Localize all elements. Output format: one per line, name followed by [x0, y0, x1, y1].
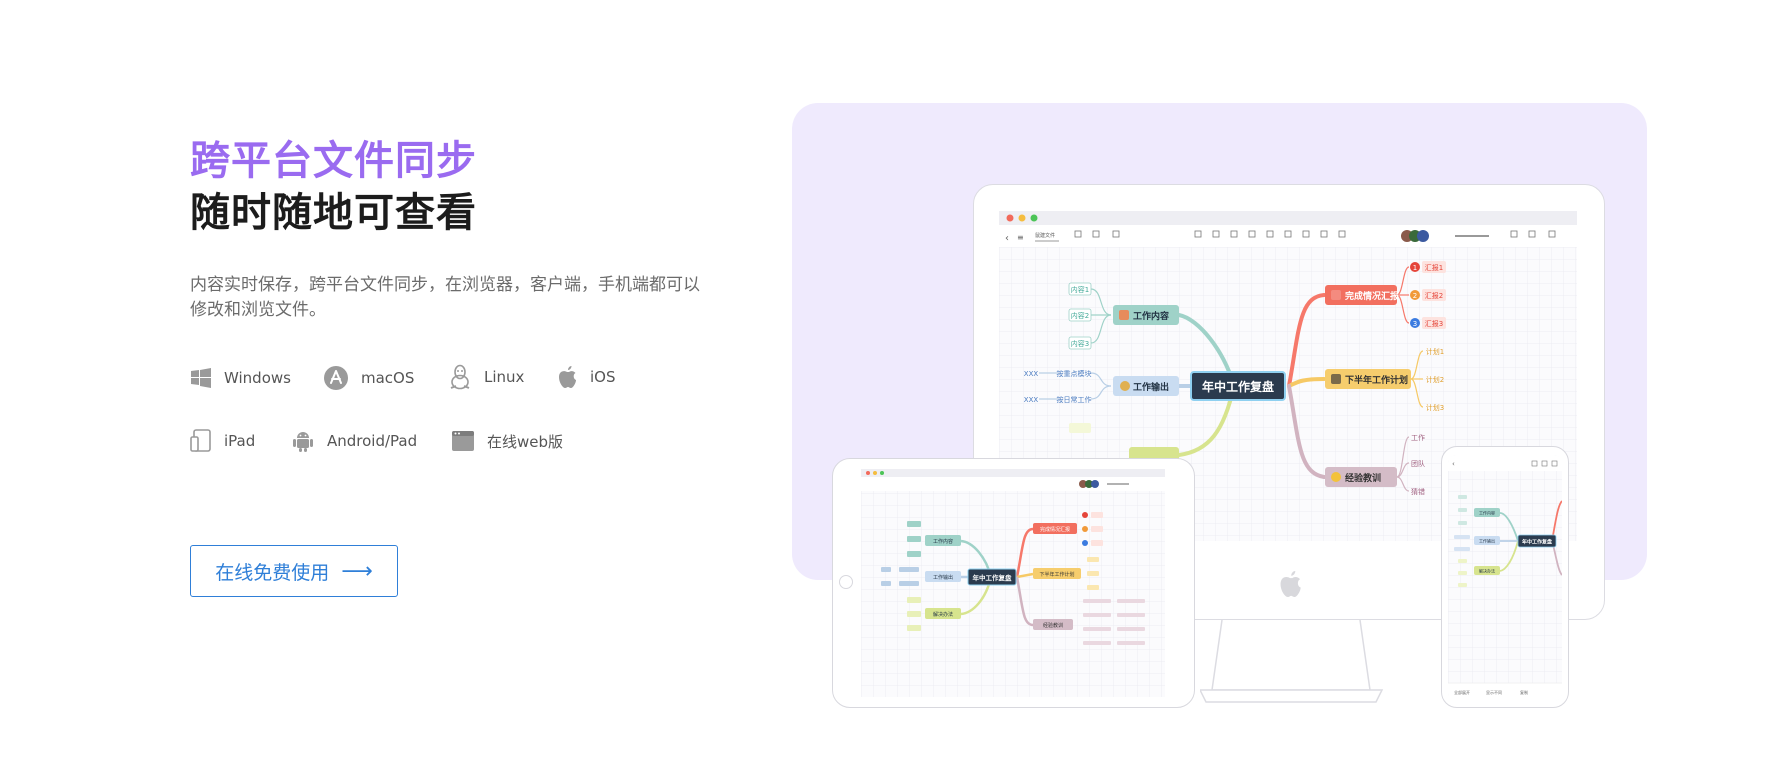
plan-item: 计划2 [1426, 375, 1444, 384]
report-item: 汇报1 [1425, 263, 1443, 272]
phone-device: ‹ 年中工作复盘 工作内容 工作输出 解决办法 全部展开 显示不同 [1441, 446, 1569, 708]
tablet-home-button [839, 575, 853, 589]
output-xxx: XXX [1024, 370, 1039, 378]
platform-label: Linux [484, 368, 525, 386]
phone-footer-item[interactable]: 显示不同 [1486, 690, 1502, 695]
phone-branch: 工作输出 [1479, 538, 1495, 544]
hero-title-line1: 跨平台文件同步 [190, 138, 477, 184]
platform-label: 在线web版 [487, 432, 564, 451]
tablet-branch: 完成情况汇报 [1040, 526, 1070, 533]
output-xxx: XXX [1024, 396, 1039, 404]
plan-item: 计划3 [1426, 403, 1444, 412]
tablet-branch: 下半年工作计划 [1039, 571, 1074, 578]
center-node-label: 年中工作复盘 [1202, 379, 1274, 394]
tablet-center-label: 年中工作复盘 [973, 573, 1013, 582]
platform-macos: macOS [323, 365, 414, 391]
svg-text:‹: ‹ [1005, 233, 1009, 244]
tablet-branch: 工作内容 [933, 538, 953, 545]
phone-branch: 工作内容 [1479, 510, 1495, 516]
branch-work-output: 工作输出 [1133, 381, 1169, 393]
tablet-branch: 经验教训 [1043, 622, 1063, 629]
platform-ipad: iPad [190, 429, 255, 453]
lessons-item: 工作 [1411, 433, 1425, 442]
platform-label: Windows [224, 369, 291, 387]
lessons-item: 猜错 [1411, 487, 1425, 496]
cta-label: 在线免费使用 [215, 561, 330, 584]
phone-branch: 解决办法 [1479, 568, 1495, 574]
plan-item: 计划1 [1426, 347, 1444, 356]
lessons-item: 团队 [1411, 459, 1425, 468]
center-node[interactable] [1190, 371, 1286, 401]
platform-android: Android/Pad [291, 429, 417, 453]
platform-label: Android/Pad [327, 432, 418, 450]
tablet-branch: 工作输出 [933, 574, 953, 581]
svg-text:≡: ≡ [1017, 233, 1024, 242]
phone-center-label: 年中工作复盘 [1522, 539, 1552, 546]
phone-footer-item[interactable]: 全部展开 [1454, 689, 1470, 695]
svg-text:‹: ‹ [1452, 460, 1455, 468]
hero-title-line2: 随时随地可查看 [190, 190, 477, 236]
branch-lessons: 经验教训 [1345, 472, 1381, 484]
hero-description: 内容实时保存，跨平台文件同步，在浏览器，客户端，手机端都可以修改和浏览文件。 [190, 275, 700, 320]
platform-label: iOS [590, 368, 616, 386]
branch-report: 完成情况汇报 [1345, 290, 1399, 302]
content-item: 内容1 [1071, 285, 1089, 294]
tablet-branch: 解决办法 [933, 611, 953, 618]
phone-screen: ‹ 年中工作复盘 工作内容 工作输出 解决办法 全部展开 显示不同 [1448, 455, 1562, 701]
apple-icon [559, 366, 576, 388]
app-title: 鼠建文件 [1035, 232, 1055, 239]
appstore-icon [324, 366, 348, 390]
tablet-screen: 年中工作复盘 工作内容 工作输出 解决办法 完成情况汇报 下半年工作计划 经验教… [861, 469, 1165, 697]
svg-text:1: 1 [1413, 264, 1417, 272]
report-item: 汇报2 [1425, 291, 1443, 300]
platform-linux: Linux [448, 364, 524, 390]
platform-web: 在线web版 [451, 429, 563, 453]
tablet-device: 年中工作复盘 工作内容 工作输出 解决办法 完成情况汇报 下半年工作计划 经验教… [832, 458, 1195, 708]
try-free-button[interactable]: 在线免费使用 ⟶ [190, 545, 398, 597]
content-item: 内容3 [1071, 339, 1089, 348]
svg-text:2: 2 [1413, 292, 1417, 300]
platform-label: macOS [361, 369, 415, 387]
platform-label: iPad [224, 432, 256, 450]
browser-icon [452, 431, 474, 451]
phone-footer-item[interactable]: 复制 [1520, 689, 1528, 695]
svg-text:3: 3 [1413, 320, 1417, 328]
windows-icon [191, 368, 211, 388]
output-item: 按重点模块 [1057, 369, 1092, 378]
phone-mindmap: ‹ 年中工作复盘 工作内容 工作输出 解决办法 全部展开 显示不同 [1448, 455, 1562, 701]
branch-work-content: 工作内容 [1133, 310, 1169, 322]
ipad-icon [190, 429, 211, 452]
android-icon [293, 432, 313, 452]
monitor-stand [1200, 620, 1384, 703]
apple-logo-icon [1280, 571, 1301, 597]
report-item: 汇报3 [1425, 319, 1443, 328]
output-item: 按日常工作 [1057, 395, 1092, 404]
arrow-right-icon: ⟶ [341, 558, 373, 584]
platform-ios: iOS [556, 365, 616, 389]
platform-windows: Windows [190, 367, 291, 389]
linux-icon [450, 364, 470, 390]
tablet-mindmap: 年中工作复盘 工作内容 工作输出 解决办法 完成情况汇报 下半年工作计划 经验教… [861, 469, 1165, 697]
content-item: 内容2 [1071, 311, 1089, 320]
branch-plan: 下半年工作计划 [1345, 374, 1408, 386]
